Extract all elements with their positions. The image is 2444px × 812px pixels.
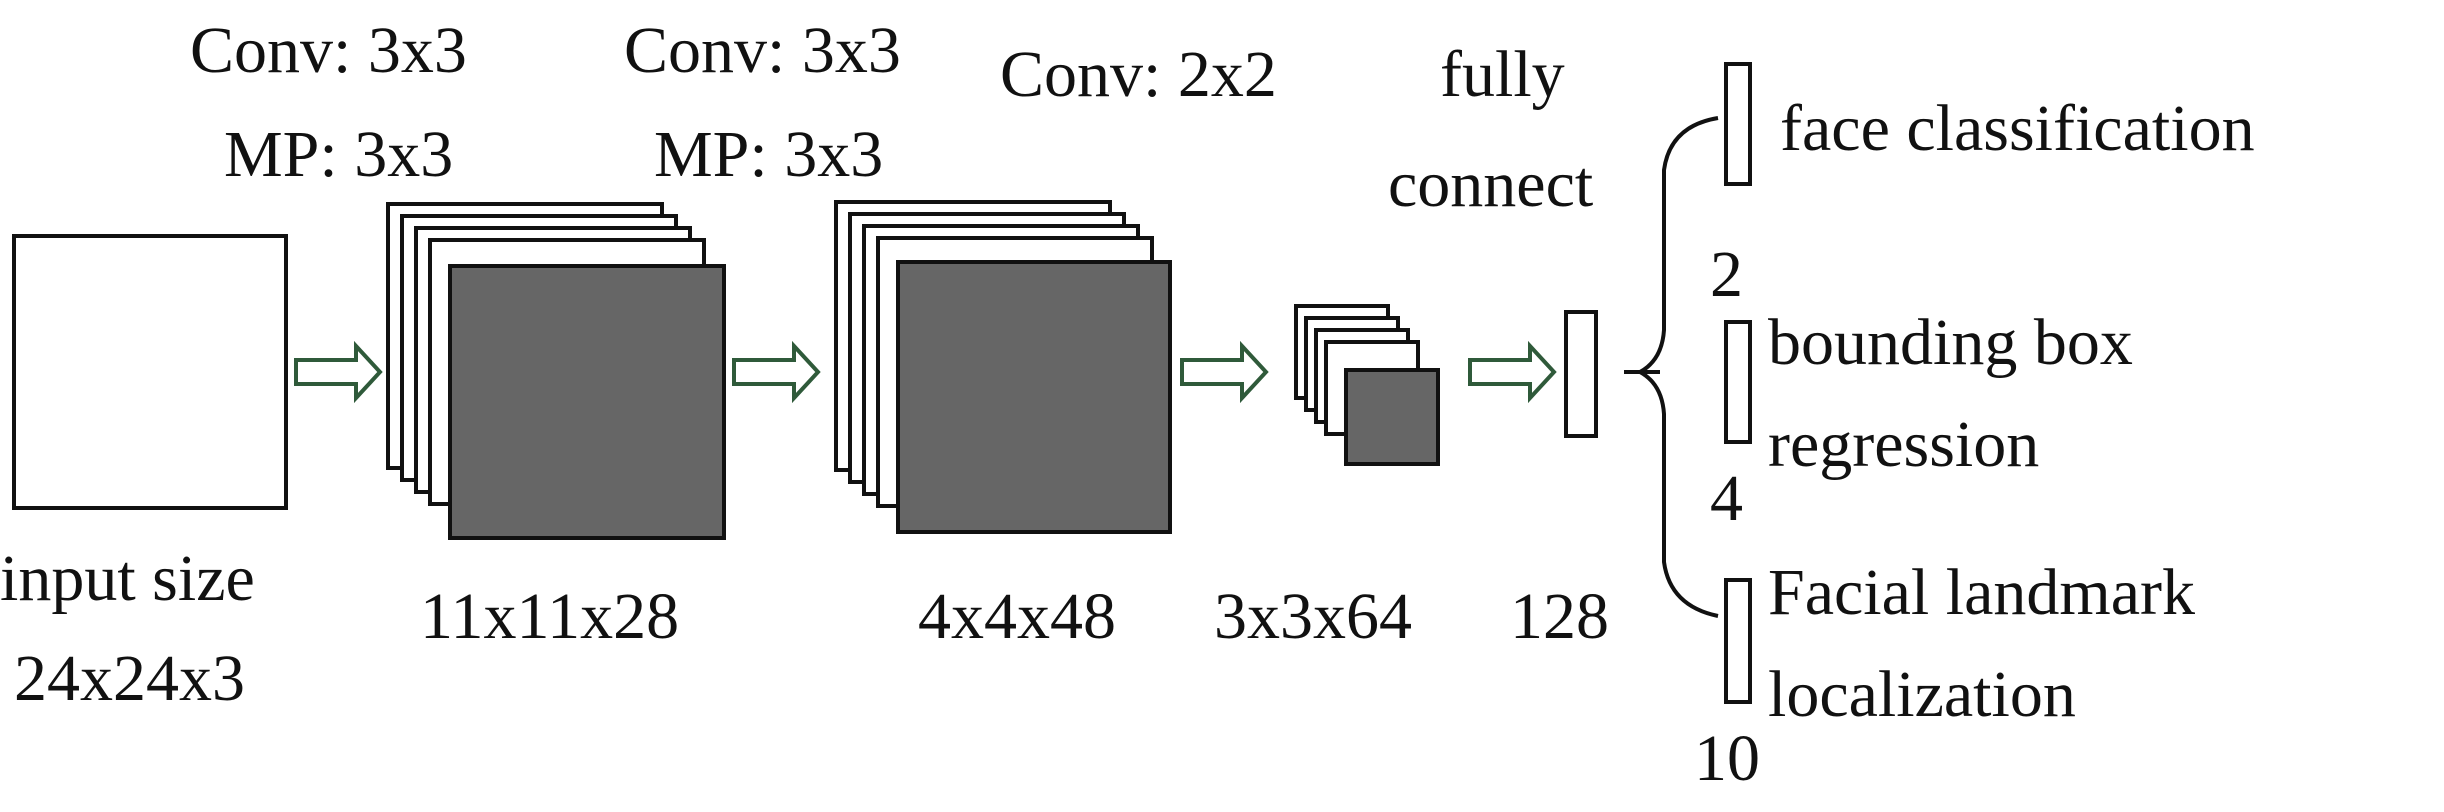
output-vector-bbox-regression — [1724, 320, 1752, 444]
arrow-4 — [1468, 340, 1557, 404]
input-size-label: input size — [0, 542, 255, 615]
conv1-kernel-label: Conv: 3x3 — [190, 14, 467, 87]
stack-2-front — [896, 260, 1172, 534]
input-block — [12, 234, 288, 510]
feature-map-stack-1 — [386, 202, 726, 540]
conv1-pool-label: MP: 3x3 — [224, 118, 453, 191]
input-size-value: 24x24x3 — [14, 642, 245, 715]
output-3-label-line1: Facial landmark — [1768, 556, 2195, 629]
stack-3-front — [1344, 368, 1440, 466]
arrow-2 — [732, 340, 821, 404]
output-1-dim: 2 — [1710, 238, 1743, 311]
feature-map-stack-3 — [1294, 304, 1440, 466]
fc-label-line1: fully — [1440, 38, 1565, 111]
output-2-dim: 4 — [1710, 462, 1743, 535]
stack-1-front — [448, 264, 726, 540]
output-vector-face-classification — [1724, 62, 1752, 186]
output-2-label-line2: regression — [1768, 408, 2039, 481]
output-3-label-line2: localization — [1768, 658, 2076, 731]
arrow-1 — [294, 340, 383, 404]
map2-size-label: 4x4x48 — [918, 580, 1116, 653]
map1-size-label: 11x11x28 — [420, 580, 679, 653]
output-1-label: face classification — [1780, 92, 2255, 165]
feature-map-stack-2 — [834, 200, 1172, 534]
output-3-dim: 10 — [1694, 722, 1760, 795]
fc-size-label: 128 — [1510, 580, 1609, 653]
output-vector-landmark-localization — [1724, 578, 1752, 704]
output-brace — [1635, 116, 1719, 618]
conv2-kernel-label: Conv: 3x3 — [624, 14, 901, 87]
fc-vector — [1564, 310, 1598, 438]
map3-size-label: 3x3x64 — [1214, 580, 1412, 653]
conv3-kernel-label: Conv: 2x2 — [1000, 38, 1277, 111]
arrow-3 — [1180, 340, 1269, 404]
output-2-label-line1: bounding box — [1768, 306, 2133, 379]
conv2-pool-label: MP: 3x3 — [654, 118, 883, 191]
fc-label-line2: connect — [1388, 148, 1593, 221]
